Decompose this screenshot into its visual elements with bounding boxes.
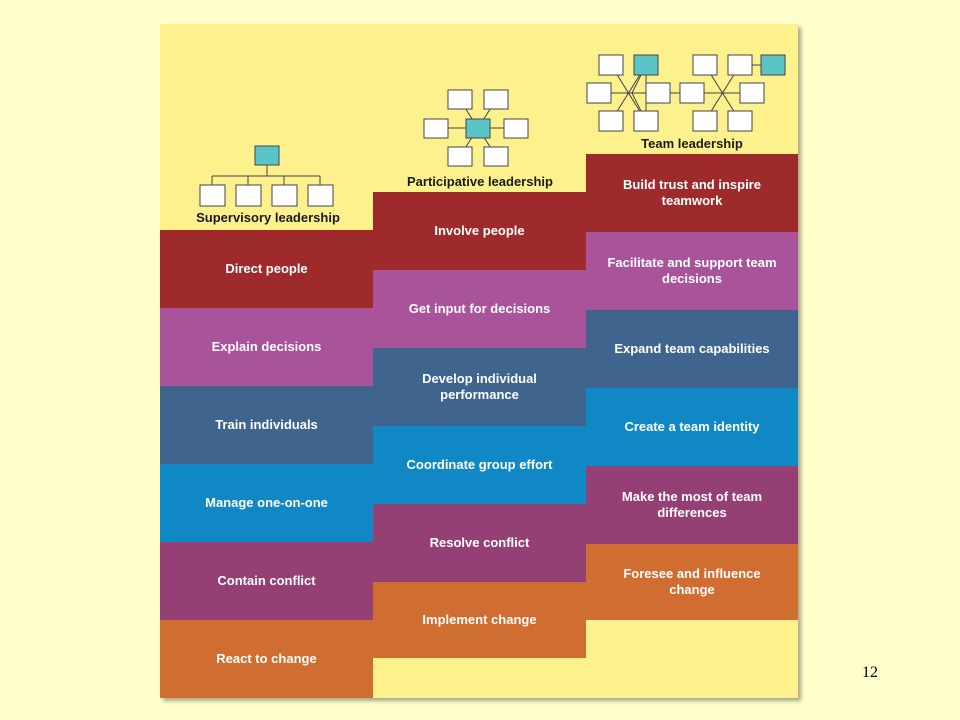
supervisory-step: React to change [160, 620, 373, 698]
team-step: Make the most of team differences [586, 466, 798, 544]
team-org-chart-icon [586, 54, 786, 132]
team-leadership-label: Team leadership [641, 136, 743, 151]
participative-step: Involve people [373, 192, 586, 270]
participative-step: Resolve conflict [373, 504, 586, 582]
participative-step: Coordinate group effort [373, 426, 586, 504]
supervisory-step: Train individuals [160, 386, 373, 464]
team-step: Foresee and influence change [586, 544, 798, 620]
page-number: 12 [862, 664, 878, 681]
participative-org-chart-icon [423, 89, 529, 167]
team-step: Create a team identity [586, 388, 798, 466]
participative-leadership-label: Participative leadership [407, 174, 553, 189]
supervisory-leadership-label: Supervisory leadership [196, 210, 340, 225]
supervisory-step: Contain conflict [160, 542, 373, 620]
participative-step: Implement change [373, 582, 586, 658]
supervisory-org-chart-icon [199, 145, 334, 207]
supervisory-step: Explain decisions [160, 308, 373, 386]
team-step: Facilitate and support team decisions [586, 232, 798, 310]
participative-step: Develop individual performance [373, 348, 586, 426]
supervisory-step: Manage one-on-one [160, 464, 373, 542]
leadership-diagram-panel: Supervisory leadership Participative lea… [160, 24, 798, 698]
participative-step: Get input for decisions [373, 270, 586, 348]
org-charts [199, 54, 786, 207]
supervisory-step: Direct people [160, 230, 373, 308]
team-step: Expand team capabilities [586, 310, 798, 388]
team-step: Build trust and inspire teamwork [586, 154, 798, 232]
